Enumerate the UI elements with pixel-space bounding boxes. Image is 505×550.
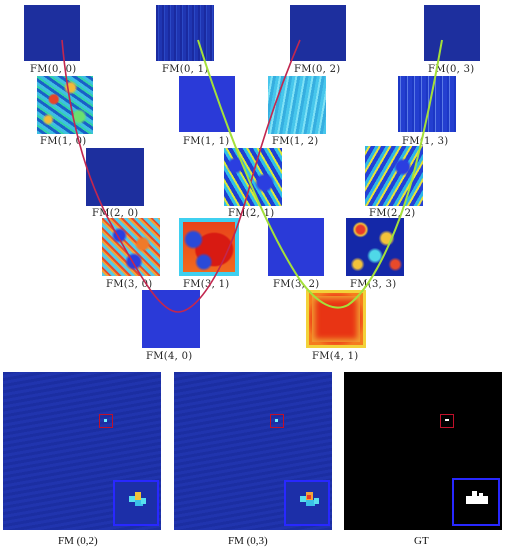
feature-map-0-3	[424, 5, 480, 61]
label-fm-4-1: FM(4, 1)	[312, 351, 359, 362]
highlight-box	[99, 414, 113, 428]
feature-map-0-1	[156, 5, 214, 61]
feature-map-2-0	[86, 148, 144, 206]
feature-map-4-0	[142, 290, 200, 348]
caption-fm-0-3: FM (0,3)	[228, 535, 268, 547]
feature-map-3-0	[102, 218, 160, 276]
feature-map-1-3	[398, 76, 456, 132]
label-fm-1-0: FM(1, 0)	[40, 136, 87, 147]
label-fm-1-1: FM(1, 1)	[183, 136, 230, 147]
feature-map-1-2	[268, 76, 326, 134]
label-fm-0-2: FM(0, 2)	[294, 64, 341, 75]
feature-map-2-2	[365, 146, 423, 206]
feature-map-0-0	[24, 5, 80, 61]
label-fm-3-3: FM(3, 3)	[350, 279, 397, 290]
label-fm-0-0: FM(0, 0)	[30, 64, 77, 75]
label-fm-0-1: FM(0, 1)	[162, 64, 209, 75]
ground-truth-panel	[344, 372, 502, 530]
feature-map-3-3	[346, 218, 404, 276]
feature-map-1-1	[179, 76, 235, 132]
label-fm-4-0: FM(4, 0)	[146, 351, 193, 362]
caption-gt: GT	[414, 535, 429, 547]
caption-fm-0-2: FM (0,2)	[58, 535, 98, 547]
label-fm-3-0: FM(3, 0)	[106, 279, 153, 290]
label-fm-3-2: FM(3, 2)	[273, 279, 320, 290]
zoom-inset	[452, 478, 500, 526]
zoom-panel-fm-0-3	[174, 372, 332, 530]
highlight-box	[440, 414, 454, 428]
feature-map-0-2	[290, 5, 346, 61]
label-fm-0-3: FM(0, 3)	[428, 64, 475, 75]
feature-map-3-1	[179, 218, 239, 276]
zoom-panel-fm-0-2	[3, 372, 161, 530]
label-fm-3-1: FM(3, 1)	[183, 279, 230, 290]
feature-map-3-2	[268, 218, 324, 276]
zoom-inset	[113, 480, 159, 526]
feature-map-1-0	[37, 76, 93, 134]
zoom-inset	[284, 480, 330, 526]
highlight-box	[270, 414, 284, 428]
label-fm-1-2: FM(1, 2)	[272, 136, 319, 147]
feature-map-4-1	[306, 290, 366, 348]
feature-map-2-1	[224, 148, 282, 206]
